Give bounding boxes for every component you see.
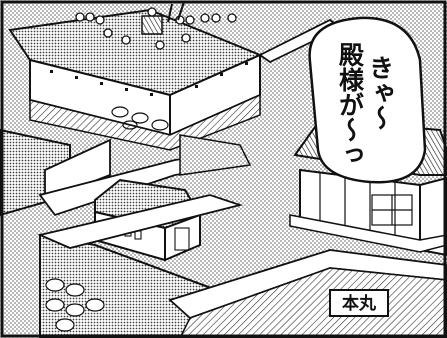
crowd-figures bbox=[75, 12, 237, 50]
upper-stone-base bbox=[29, 93, 261, 151]
lord-figure bbox=[141, 7, 163, 35]
shout-lines bbox=[167, 1, 185, 23]
bubble-text-column-2: 殿様が〜っ bbox=[336, 42, 366, 167]
location-caption: 本丸 bbox=[329, 289, 389, 317]
lower-stones bbox=[45, 278, 105, 332]
left-wall-base bbox=[44, 138, 111, 202]
wall-windows bbox=[50, 62, 248, 96]
stone-blocks bbox=[111, 106, 169, 131]
location-label: 本丸 bbox=[342, 293, 377, 314]
lower-wall-top bbox=[37, 194, 244, 249]
central-wall-right bbox=[179, 134, 252, 176]
speech-bubble: きゃ〜 殿様が〜っ bbox=[308, 16, 427, 184]
bubble-text-column-1: きゃ〜 bbox=[366, 55, 395, 130]
